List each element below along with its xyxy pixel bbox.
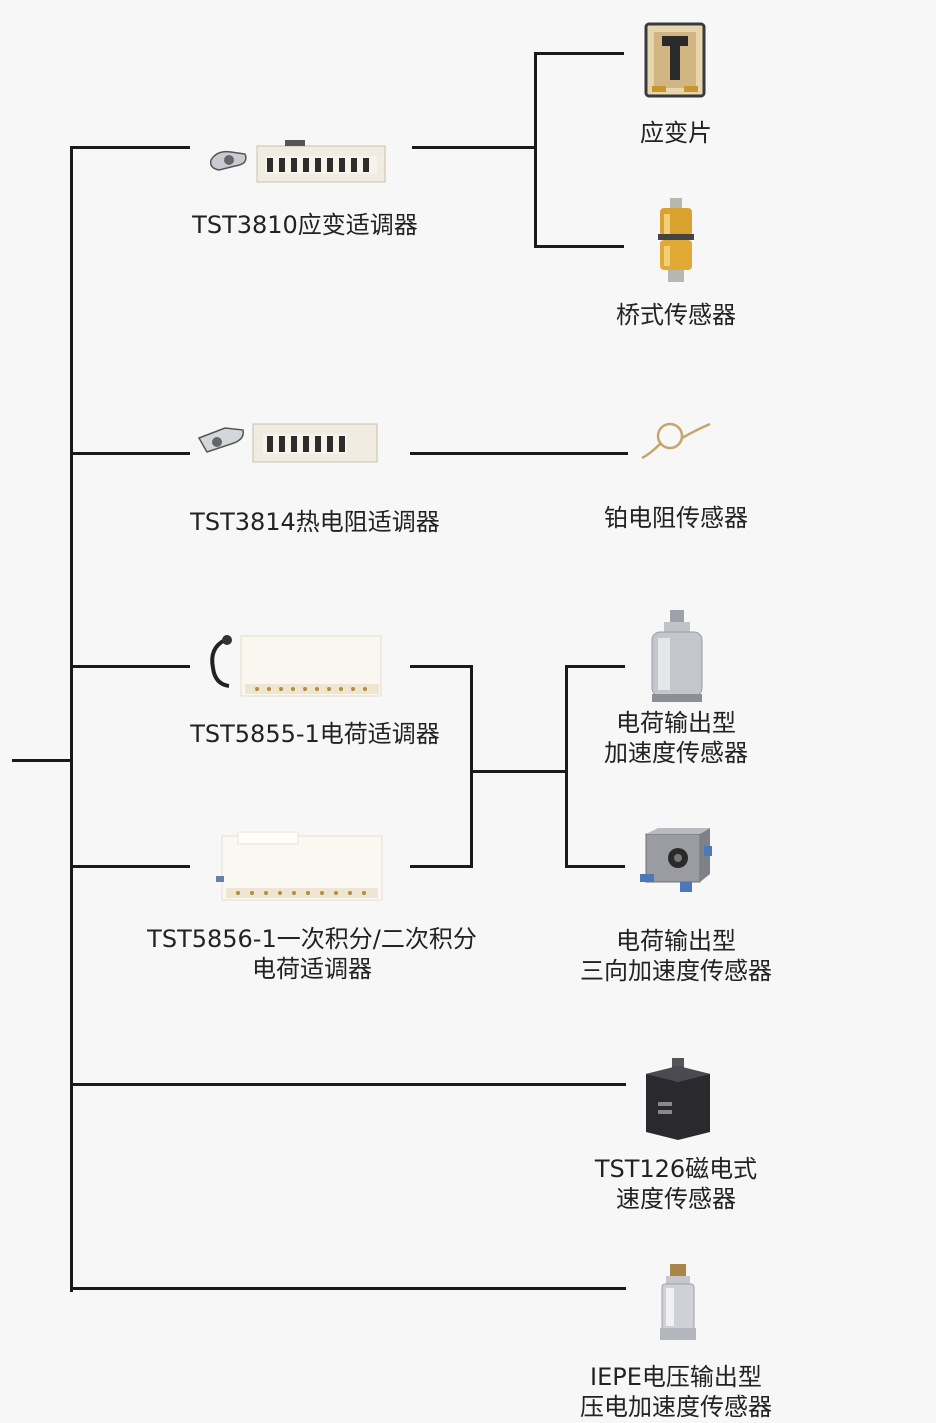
branch-tst126-line [70,1083,626,1086]
strain-adapter-module-icon [205,136,390,186]
tst3810-output-line [412,146,536,149]
branch-tst3810-line [70,146,190,149]
tst5855-output-line [410,665,472,668]
rtd-adapter-module-icon [195,418,380,466]
branch-iepe-line [70,1287,626,1290]
platinum-rtd-probe-icon [640,416,714,462]
adapter-label-tst5856: TST5856-1一次积分/二次积分 电荷适调器 [147,925,477,983]
sensor-label-iepe: IEPE电压输出型 压电加速度传感器 [580,1363,772,1421]
triaxial-accelerometer-icon [640,828,712,894]
adapter-label-tst3814: TST3814热电阻适调器 [190,508,440,536]
sensor-label-charge-accel: 电荷输出型 加速度传感器 [604,709,748,767]
sensor-label-triaxial: 电荷输出型 三向加速度传感器 [580,927,772,985]
tst3814-output-line [410,452,628,455]
sensor-label-strain-gauge: 应变片 [640,119,712,147]
branch-tst3814-line [70,452,190,455]
tst5856-output-line [410,865,472,868]
integrating-charge-adapter-module-icon [212,828,387,908]
adapter-label-tst3810: TST3810应变适调器 [192,211,418,239]
strain-gauge-icon [644,22,706,98]
sensor-label-tst126: TST126磁电式 速度传感器 [594,1155,758,1213]
magnetoelectric-velocity-sensor-icon [640,1056,716,1142]
charge-merge-vertical-line [470,665,473,868]
fork-to-triaxial-line [565,865,625,868]
branch-tst5855-line [70,665,190,668]
charge-merge-output-line [470,770,567,773]
tst3810-fork-vertical-line [534,52,537,248]
charge-accelerometer-icon [648,608,706,704]
branch-tst5856-line [70,865,190,868]
input-stub-line [12,759,72,762]
fork-to-strain-gauge-line [534,52,624,55]
fork-to-charge-accel-line [565,665,625,668]
sensor-label-bridge-sensor: 桥式传感器 [616,301,736,329]
main-trunk-line [70,146,73,1292]
fork-to-bridge-sensor-line [534,245,624,248]
sensor-label-platinum-rtd: 铂电阻传感器 [604,504,748,532]
adapter-label-tst5855: TST5855-1电荷适调器 [190,720,440,748]
bridge-sensor-icon [654,196,698,286]
charge-adapter-module-icon [205,628,385,704]
charge-fork-vertical-line [565,665,568,868]
iepe-accelerometer-icon [656,1262,700,1344]
